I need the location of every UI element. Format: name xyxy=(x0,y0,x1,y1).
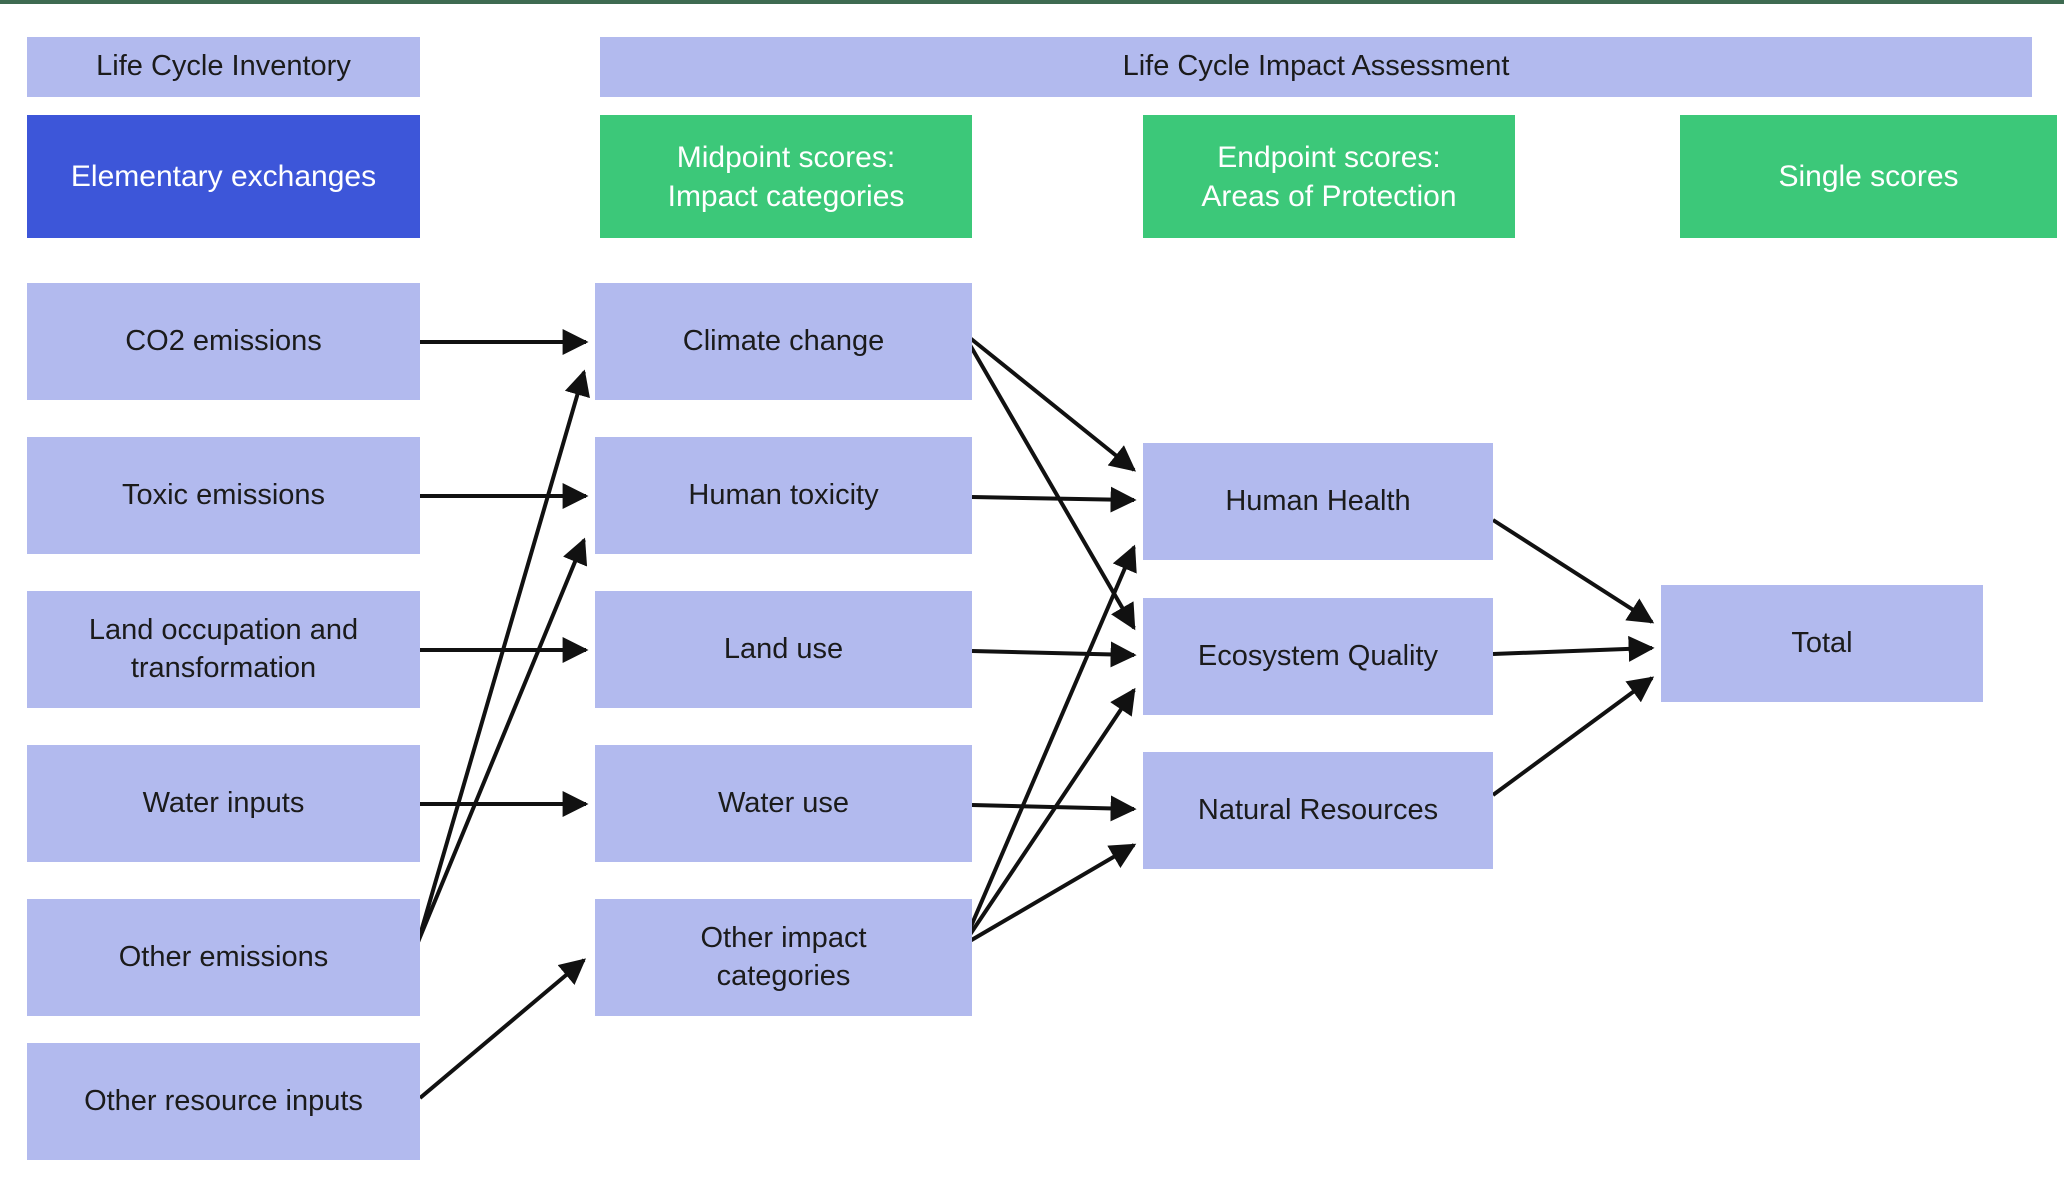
node-human-toxicity: Human toxicity xyxy=(595,437,972,554)
node-ecosystem-quality: Ecosystem Quality xyxy=(1143,598,1493,715)
stage-midpoint-scores: Midpoint scores: Impact categories xyxy=(600,115,972,238)
arrow-other-impact-to-ecosystem-quality xyxy=(961,687,1136,947)
arrow-climate-to-human-health xyxy=(968,336,1137,472)
header-life-cycle-inventory: Life Cycle Inventory xyxy=(27,37,420,97)
arrow-other-resources-to-other-impact xyxy=(418,958,586,1100)
arrow-other-impact-to-natural-resources xyxy=(961,843,1137,947)
header-life-cycle-impact-assessment: Life Cycle Impact Assessment xyxy=(600,37,2032,97)
node-total: Total xyxy=(1661,585,1983,702)
node-co2-emissions: CO2 emissions xyxy=(27,283,420,400)
node-other-impact-categories: Other impact categories xyxy=(595,899,972,1016)
arrow-ecosystem-quality-to-total xyxy=(1492,635,1655,662)
arrow-water-use-to-natural-resources xyxy=(971,795,1137,822)
arrow-human-toxicity-to-human-health xyxy=(971,486,1137,513)
node-other-resource-inputs: Other resource inputs xyxy=(27,1043,420,1160)
node-climate-change: Climate change xyxy=(595,283,972,400)
stage-single-scores: Single scores xyxy=(1680,115,2057,238)
node-water-inputs: Water inputs xyxy=(27,745,420,862)
top-border-rule xyxy=(0,0,2064,4)
node-human-health: Human Health xyxy=(1143,443,1493,560)
arrow-other-impact-to-human-health xyxy=(961,544,1137,946)
arrow-land-use-to-ecosystem-quality xyxy=(971,641,1137,668)
arrow-climate-to-ecosystem-quality xyxy=(968,343,1136,631)
node-toxic-emissions: Toxic emissions xyxy=(27,437,420,554)
node-natural-resources: Natural Resources xyxy=(1143,752,1493,869)
node-water-use: Water use xyxy=(595,745,972,862)
stage-endpoint-scores: Endpoint scores: Areas of Protection xyxy=(1143,115,1515,238)
arrow-other-emissions-to-climate-change xyxy=(416,369,590,943)
arrow-natural-resources-to-total xyxy=(1491,676,1655,797)
arrow-human-health-to-total xyxy=(1491,518,1655,624)
stage-elementary-exchanges: Elementary exchanges xyxy=(27,115,420,238)
node-land-use: Land use xyxy=(595,591,972,708)
arrow-other-emissions-to-human-toxicity xyxy=(416,537,588,943)
node-other-emissions: Other emissions xyxy=(27,899,420,1016)
node-land-occupation: Land occupation and transformation xyxy=(27,591,420,708)
